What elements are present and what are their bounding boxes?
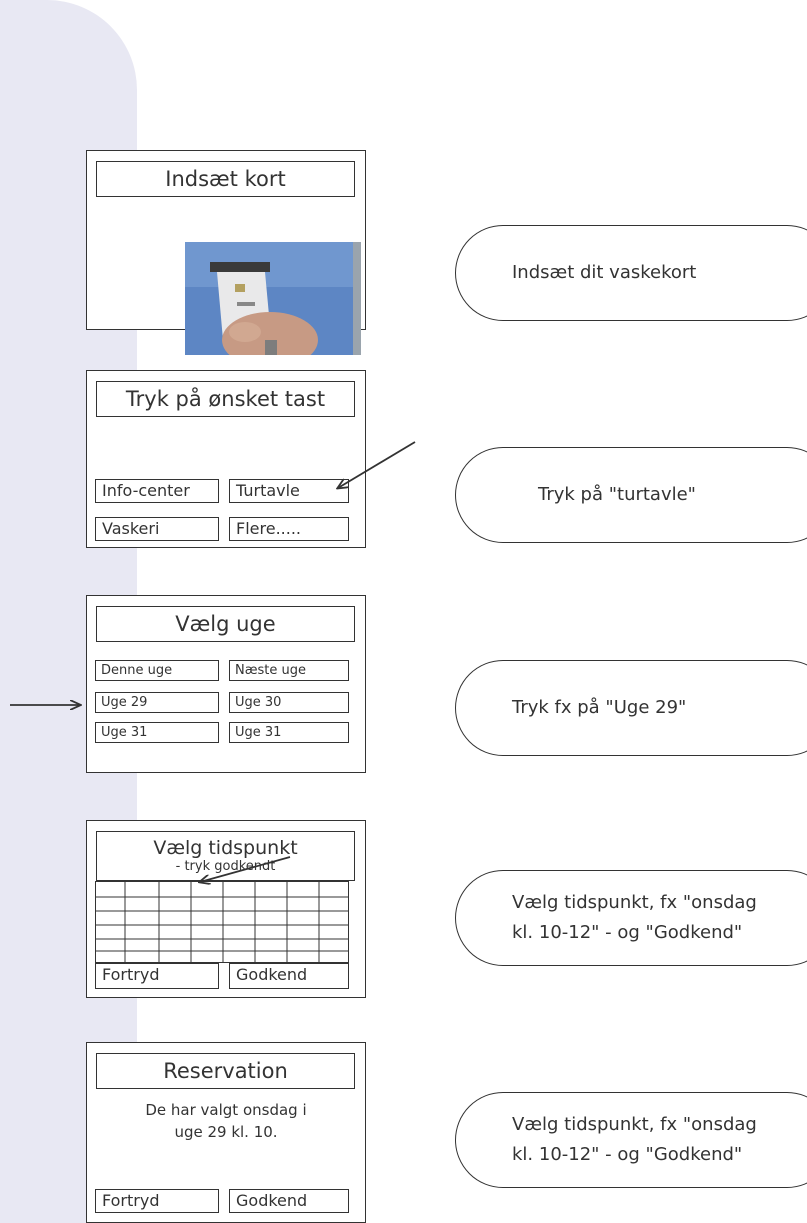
week-31-button[interactable]: Uge 31 (95, 722, 219, 743)
screen-title: Vælg uge (96, 606, 355, 642)
instruction-line-1: Vælg tidspunkt, fx "onsdag (512, 1114, 757, 1135)
cancel-button[interactable]: Fortryd (95, 1189, 219, 1213)
reservation-message: De har valgt onsdag i uge 29 kl. 10. (87, 1099, 365, 1143)
card-photo-illustration (185, 242, 361, 355)
cancel-button[interactable]: Fortryd (95, 963, 219, 989)
instruction-step-5: Vælg tidspunkt, fx "onsdag kl. 10-12" - … (455, 1092, 807, 1188)
instruction-step-4: Vælg tidspunkt, fx "onsdag kl. 10-12" - … (455, 870, 807, 966)
instruction-text-block: Vælg tidspunkt, fx "onsdag kl. 10-12" - … (456, 1110, 757, 1170)
turtavle-button[interactable]: Turtavle (229, 479, 349, 503)
screen-select-time: Vælg tidspunkt - tryk godkendt Fortryd G… (86, 820, 366, 998)
message-line-2: uge 29 kl. 10. (174, 1123, 278, 1141)
card-insertion-photo (185, 242, 361, 355)
week-31-button-2[interactable]: Uge 31 (229, 722, 349, 743)
screen-reservation: Reservation De har valgt onsdag i uge 29… (86, 1042, 366, 1223)
instruction-text: Tryk på "turtavle" (538, 484, 696, 505)
approve-button[interactable]: Godkend (229, 963, 349, 989)
message-line-1: De har valgt onsdag i (145, 1101, 307, 1119)
instruction-text: Tryk fx på "Uge 29" (512, 697, 687, 718)
instruction-text-block: Vælg tidspunkt, fx "onsdag kl. 10-12" - … (456, 888, 757, 948)
screen-title: Indsæt kort (96, 161, 355, 197)
instruction-line-2: kl. 10-12" - og "Godkend" (512, 922, 743, 943)
info-center-button[interactable]: Info-center (95, 479, 219, 503)
instruction-step-2: Tryk på "turtavle" (455, 447, 807, 543)
next-week-button[interactable]: Næste uge (229, 660, 349, 681)
instruction-line-1: Vælg tidspunkt, fx "onsdag (512, 892, 757, 913)
approve-button[interactable]: Godkend (229, 1189, 349, 1213)
screen-title: Reservation (96, 1053, 355, 1089)
instruction-line-2: kl. 10-12" - og "Godkend" (512, 1144, 743, 1165)
screen-select-week: Vælg uge Denne uge Næste uge Uge 29 Uge … (86, 595, 366, 773)
week-29-button[interactable]: Uge 29 (95, 692, 219, 713)
screen-title-block: Vælg tidspunkt - tryk godkendt (96, 831, 355, 881)
week-30-button[interactable]: Uge 30 (229, 692, 349, 713)
flere-button[interactable]: Flere..... (229, 517, 349, 541)
screen-insert-card: Indsæt kort (86, 150, 366, 355)
this-week-button[interactable]: Denne uge (95, 660, 219, 681)
vaskeri-button[interactable]: Vaskeri (95, 517, 219, 541)
screen-subtitle: - tryk godkendt (175, 859, 276, 874)
instruction-text: Indsæt dit vaskekort (512, 262, 697, 283)
time-grid[interactable] (95, 881, 349, 963)
instruction-step-3: Tryk fx på "Uge 29" (455, 660, 807, 756)
screen-title: Tryk på ønsket tast (96, 381, 355, 417)
screen-main-menu: Tryk på ønsket tast Info-center Turtavle… (86, 370, 366, 548)
screen-title: Vælg tidspunkt (153, 837, 298, 859)
instruction-step-1: Indsæt dit vaskekort (455, 225, 807, 321)
